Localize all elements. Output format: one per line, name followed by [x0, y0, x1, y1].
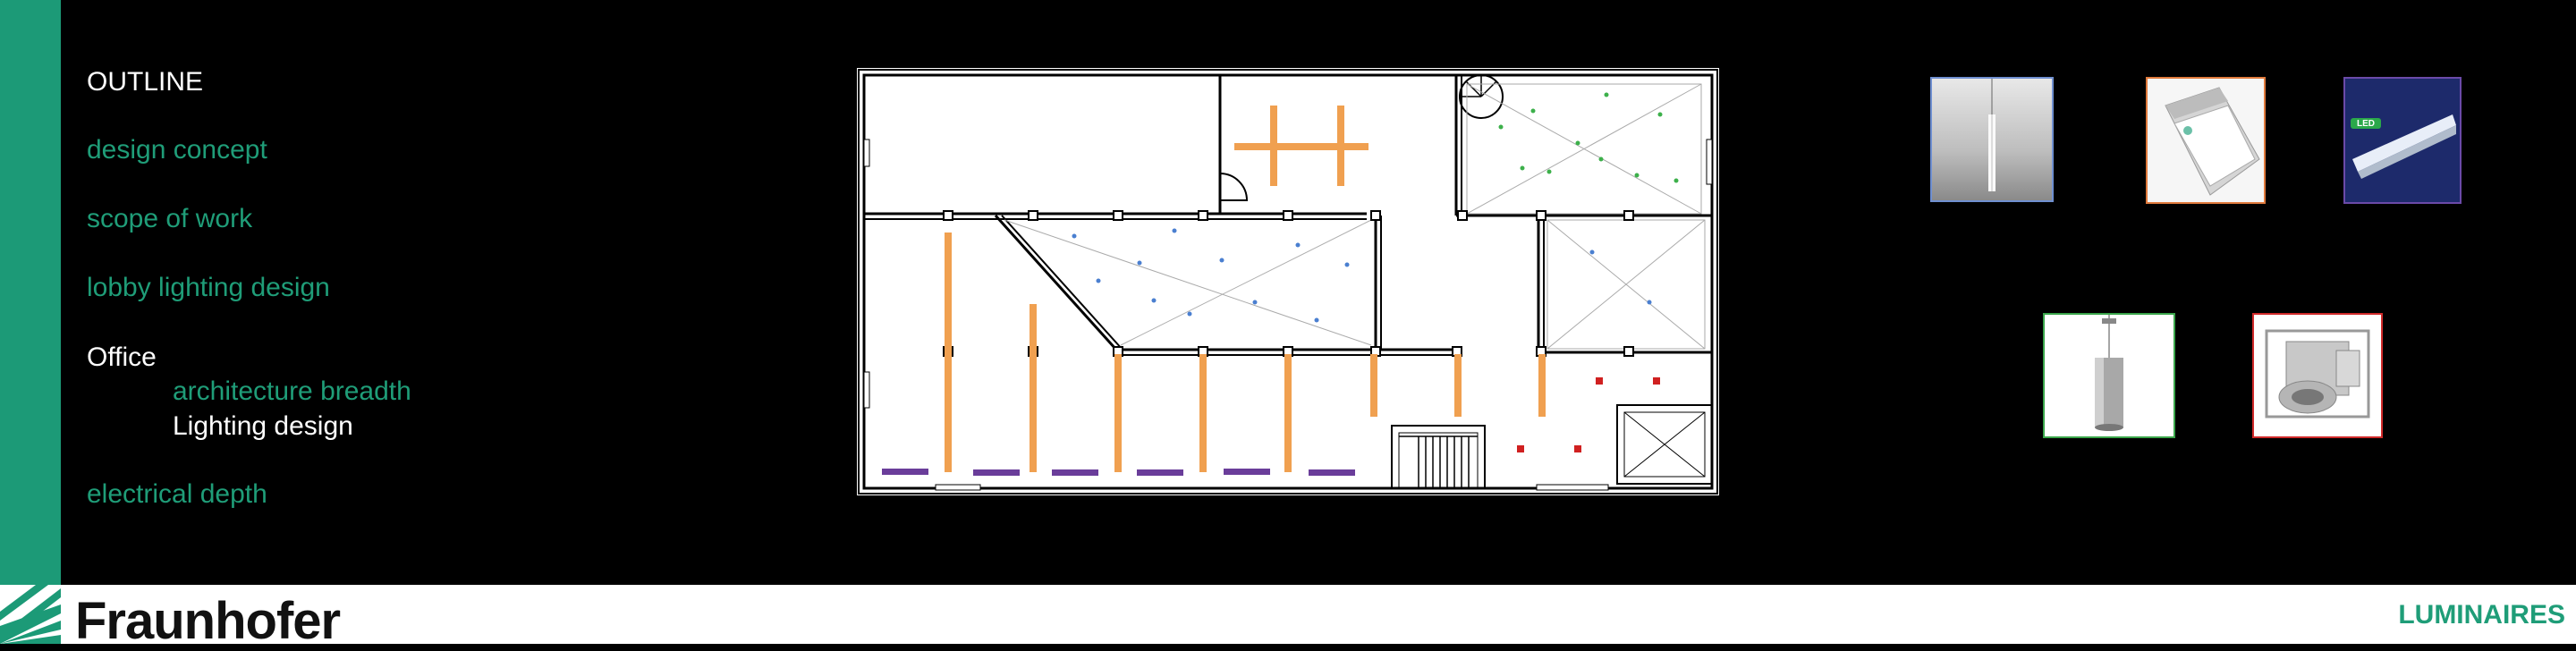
door-swing [1219, 173, 1249, 201]
outline-title: OUTLINE [87, 67, 204, 97]
outline-subitem-architecture-breadth[interactable]: architecture breadth [173, 376, 411, 406]
brand-name: Fraunhofer [75, 592, 341, 650]
pendant-cylinder-luminaire-icon [2095, 315, 2123, 431]
outer-wall [858, 69, 1718, 495]
outline-item-office[interactable]: Office [87, 342, 157, 372]
fraunhofer-logo-icon [0, 585, 61, 644]
outline-item-lobby-lighting-design[interactable]: lobby lighting design [87, 273, 330, 302]
purple-wall-washers [882, 469, 1355, 476]
luminaire-thumb-recessed-downlight[interactable] [2252, 313, 2383, 438]
green-downlights [1498, 92, 1679, 183]
orange-linear-fixtures [945, 232, 1546, 472]
luminaire-thumb-pendant-linear[interactable] [1930, 77, 2054, 202]
outline-item-electrical-depth[interactable]: electrical depth [87, 479, 267, 509]
outline-subitem-lighting-design[interactable]: Lighting design [173, 411, 353, 441]
side-accent-bar [0, 0, 61, 585]
outline-item-scope-of-work[interactable]: scope of work [87, 204, 253, 233]
recessed-linear-luminaire-icon [2165, 87, 2260, 196]
recessed-downlight-luminaire-icon [2265, 329, 2370, 418]
office-floor-plan [857, 68, 1719, 495]
straight-stair [1391, 425, 1486, 489]
luminaire-thumb-led-linear[interactable]: LED [2343, 77, 2462, 204]
luminaire-thumb-pendant-cylinder[interactable] [2043, 313, 2175, 438]
luminaire-thumb-recessed-linear[interactable] [2146, 77, 2266, 204]
led-badge: LED [2357, 119, 2375, 129]
outline-item-design-concept[interactable]: design concept [87, 135, 267, 165]
outline-panel: OUTLINE design concept scope of work lob… [87, 0, 588, 554]
red-downlights [1517, 377, 1660, 452]
section-label: LUMINAIRES [2398, 600, 2565, 630]
orange-cross-fixture [1234, 106, 1368, 186]
inner-wall [862, 73, 1714, 490]
pendant-linear-luminaire-icon [1988, 79, 1996, 191]
footer-bar: Fraunhofer LUMINAIRES [0, 585, 2576, 650]
led-linear-luminaire-icon: LED [2351, 114, 2456, 179]
elevator-shaft [1616, 404, 1713, 485]
blue-downlights [1072, 228, 1652, 323]
